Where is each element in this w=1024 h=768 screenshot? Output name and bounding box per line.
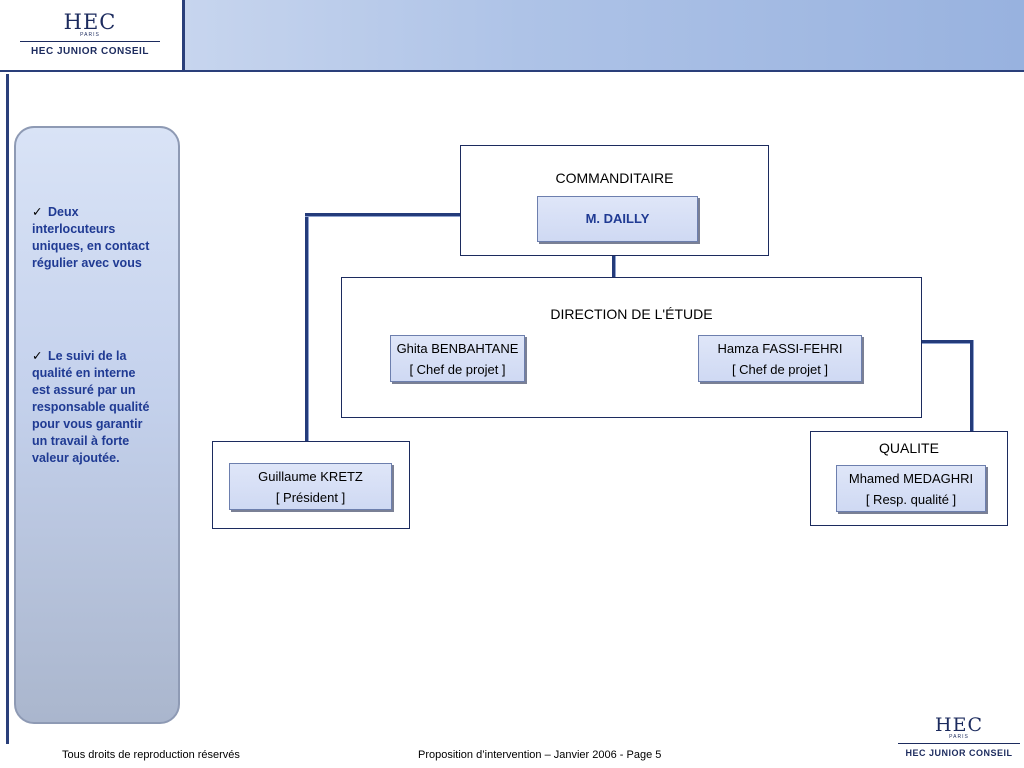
hec-logo-bottom: HEC PARIS HEC JUNIOR CONSEIL [898, 716, 1020, 758]
logo-paris: PARIS [949, 734, 969, 740]
project-lead-card-2: Hamza FASSI-FEHRI [ Chef de projet ] [698, 335, 862, 382]
side-panel: ✓ Deux interlocuteurs uniques, en contac… [14, 126, 180, 724]
connector-commanditaire-direction [612, 255, 616, 277]
side-point-text: Le suivi de la qualité en interne est as… [32, 349, 150, 465]
side-point-text: Deux interlocuteurs uniques, en contact … [32, 205, 150, 270]
president-name: Guillaume KRETZ [258, 469, 363, 484]
side-point-quality: ✓ Le suivi de la qualité en interne est … [32, 348, 156, 467]
president-box: Guillaume KRETZ [ Président ] [212, 441, 410, 529]
commanditaire-name: M. DAILLY [585, 211, 650, 226]
direction-title: DIRECTION DE L'ÉTUDE [550, 306, 713, 322]
president-role: [ Président ] [275, 490, 346, 505]
footer-rights: Tous droits de reproduction réservés [62, 749, 240, 761]
header-logo-area [0, 0, 182, 72]
project-lead-role-1: [ Chef de projet ] [409, 362, 506, 377]
connector-vertical-left [305, 213, 309, 442]
logo-text: HEC JUNIOR CONSEIL [31, 46, 149, 57]
footer-page-info: Proposition d’intervention – Janvier 200… [418, 749, 662, 761]
qualite-box: QUALITE Mhamed MEDAGHRI [ Resp. qualité … [810, 431, 1008, 526]
logo-rule [898, 743, 1020, 744]
logo-mark: HEC [63, 10, 117, 34]
left-vertical-rule [6, 74, 9, 744]
commanditaire-title: COMMANDITAIRE [555, 170, 674, 186]
check-icon: ✓ [32, 205, 43, 219]
qualite-role: [ Resp. qualité ] [865, 492, 957, 507]
logo-mark: HEC [935, 714, 983, 736]
header-divider [182, 0, 185, 72]
project-lead-name-1: Ghita BENBAHTANE [396, 341, 519, 356]
logo-text: HEC JUNIOR CONSEIL [905, 748, 1013, 758]
qualite-name: Mhamed MEDAGHRI [848, 471, 974, 486]
connector-vertical-right [970, 340, 974, 432]
president-card: Guillaume KRETZ [ Président ] [229, 463, 392, 510]
project-lead-role-2: [ Chef de projet ] [731, 362, 829, 377]
qualite-card: Mhamed MEDAGHRI [ Resp. qualité ] [836, 465, 986, 512]
connector-horizontal-right [921, 340, 973, 344]
hec-logo-top: HEC PARIS HEC JUNIOR CONSEIL [20, 12, 160, 57]
header-band [185, 0, 1024, 72]
project-lead-card-1: Ghita BENBAHTANE [ Chef de projet ] [390, 335, 525, 382]
commanditaire-box: COMMANDITAIRE M. DAILLY [460, 145, 769, 256]
direction-box: DIRECTION DE L'ÉTUDE Ghita BENBAHTANE [ … [341, 277, 922, 418]
check-icon: ✓ [32, 349, 43, 363]
qualite-title: QUALITE [879, 440, 939, 456]
connector-horizontal-left [305, 213, 461, 217]
logo-rule [20, 41, 160, 42]
project-lead-name-2: Hamza FASSI-FEHRI [717, 341, 843, 356]
commanditaire-card: M. DAILLY [537, 196, 698, 242]
side-point-interlocutors: ✓ Deux interlocuteurs uniques, en contac… [32, 204, 156, 272]
logo-paris: PARIS [80, 32, 100, 38]
